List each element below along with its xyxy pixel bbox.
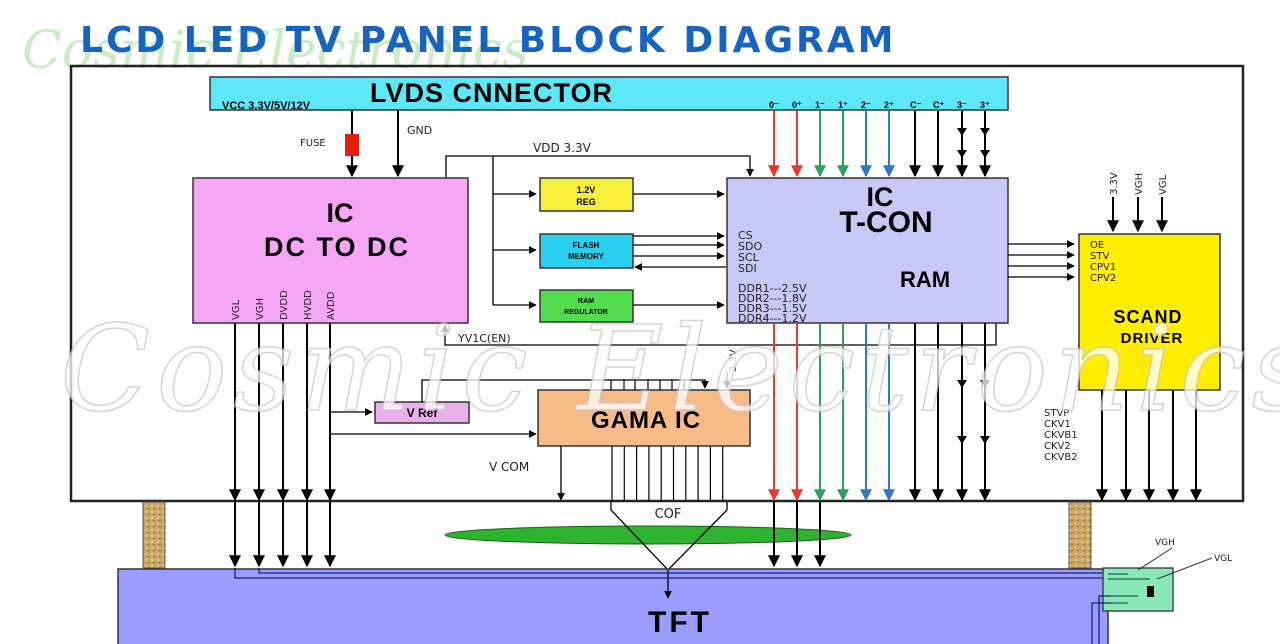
gate-chip-icon — [1147, 586, 1154, 597]
scan-output-label: CKV2 — [1044, 441, 1071, 452]
dcdc-output-label: HVDD — [303, 290, 314, 320]
lvds-pin-label: C⁻ — [910, 100, 921, 110]
lane-arrow — [957, 380, 967, 388]
tcon-title-1: IC — [867, 182, 894, 212]
fuse-icon — [345, 134, 359, 156]
scan-input-label: CPV1 — [1090, 262, 1116, 273]
scan-output-label: CKVB2 — [1044, 452, 1078, 463]
dcdc-title-2: DC TO DC — [264, 232, 410, 262]
scan-supply-label: 3.3V — [1109, 172, 1120, 195]
dcdc-title-1: IC — [327, 198, 354, 228]
scan-supply-label: VGL — [1158, 174, 1169, 195]
dcdc-output-label: VGL — [231, 299, 242, 320]
lvds-lanes — [768, 111, 991, 502]
vdd-wire — [445, 155, 754, 178]
reg-1v2-block: 1.2V REG — [539, 177, 634, 212]
panel-spacer-right — [1068, 501, 1092, 569]
tcon-bus-label: CS — [738, 229, 753, 242]
vgl-panel-trace — [234, 568, 1108, 579]
tft-panel: TFT — [117, 568, 1109, 644]
diagram-title: LCD LED TV PANEL BLOCK DIAGRAM — [80, 20, 896, 61]
lvds-pin-label: C⁺ — [933, 100, 944, 110]
lvds-pin-label: 2⁺ — [884, 100, 894, 110]
gate-vgh-label: VGH — [1155, 538, 1175, 548]
gate-vgl-label: VGL — [1214, 554, 1232, 564]
lane-arrow — [957, 150, 967, 158]
tcon-title-2: T-CON — [839, 206, 932, 239]
lane-arrow — [957, 128, 967, 136]
scan-title-1: SCAND — [1113, 307, 1182, 327]
ram-regulator-block: RAM REGULATOR — [539, 289, 634, 323]
watermark-top: Cosmic Electronics — [22, 21, 529, 81]
flash-memory-block: FLASH MEMORY — [539, 233, 634, 269]
lvds-pin-label: 3⁺ — [980, 100, 990, 110]
dcdc-output-label: DVDD — [279, 290, 290, 320]
lvds-pin-label: 0⁺ — [792, 100, 802, 110]
scan-output-label: CKV1 — [1044, 419, 1071, 430]
scan-input-label: CPV2 — [1090, 273, 1116, 284]
gamma-supply-label: 3.3V — [728, 349, 739, 372]
lvds-pin-label: 1⁺ — [838, 100, 848, 110]
reg-line2: REG — [576, 197, 596, 207]
lvds-connector: LVDS CNNECTOR VCC 3.3V/5V/12V 0⁻ 0⁺ 1⁻ 1⁺ 2⁻… — [209, 76, 1009, 112]
lane-arrow — [980, 380, 990, 388]
gamma-title: GAMA IC — [591, 407, 701, 434]
reg-line1: 1.2V — [577, 185, 596, 195]
dcdc-output-label: VGH — [255, 298, 266, 320]
dcdc-output-rails — [229, 323, 336, 568]
scan-output-label: STVP — [1044, 408, 1069, 419]
ramreg-line2: REGULATOR — [564, 309, 608, 316]
fuse-label: FUSE — [300, 138, 326, 149]
lane-arrow — [957, 436, 967, 444]
lvds-vcc-label: VCC 3.3V/5V/12V — [222, 100, 311, 112]
scan-input-label: OE — [1090, 240, 1104, 251]
tcon-bus-label: SDO — [738, 240, 762, 253]
cof-flex-ellipse — [444, 525, 852, 545]
tcon-bus-label: SCL — [738, 251, 760, 264]
cof-label: COF — [655, 507, 682, 522]
enable-label: YV1C(EN) — [457, 332, 511, 345]
gate-driver-pcb: VGH VGL — [1091, 538, 1232, 644]
lvds-pin-label: 1⁻ — [815, 100, 825, 110]
vref-block: V Ref — [374, 401, 470, 424]
tcon-ram-label: RAM — [900, 267, 950, 292]
dc-to-dc-ic: IC DC TO DC VGL VGH DVDD HVDD AVDD — [192, 177, 469, 324]
scan-title-2: DRIVER — [1121, 330, 1184, 347]
main-board-outline — [69, 64, 1245, 503]
lvds-pin-label: 3⁻ — [957, 100, 967, 110]
vref-to-gama-wire — [421, 379, 709, 402]
tcon-ddr-label: DDR1---2.5V — [738, 282, 807, 295]
tcon-ddr-label: DDR2---1.8V — [738, 292, 807, 305]
tcon-bus-label: SDI — [738, 262, 757, 275]
scan-output-label: CKVB1 — [1044, 430, 1078, 441]
vref-label: V Ref — [407, 406, 439, 420]
vcom-label: V COM — [489, 460, 529, 474]
gamma-ic: GAMA IC — [537, 389, 751, 447]
vgh-panel-trace — [258, 568, 1108, 574]
flash-line1: FLASH — [573, 241, 600, 250]
scan-input-label: STV — [1090, 251, 1109, 262]
dcdc-output-label: AVDD — [326, 291, 337, 320]
lane-arrow — [980, 150, 990, 158]
tcon-ddr-label: DDR3---1.5V — [738, 302, 807, 315]
enable-wire — [441, 323, 997, 346]
flash-line2: MEMORY — [568, 252, 604, 261]
gnd-label: GND — [407, 124, 432, 137]
lvds-pin-label: 2⁻ — [861, 100, 871, 110]
lvds-title: LVDS CNNECTOR — [370, 78, 613, 108]
scan-supply-label: VGH — [1134, 173, 1145, 195]
vdd-label: VDD 3.3V — [533, 141, 592, 155]
watermark-center: Cosmic Electronics — [60, 300, 1280, 438]
tft-label: TFT — [648, 606, 712, 639]
lane-arrow — [980, 436, 990, 444]
lvds-pin-label: 0⁻ — [769, 100, 779, 110]
lvds-pin-labels: 0⁻ 0⁺ 1⁻ 1⁺ 2⁻ 2⁺ C⁻ C⁺ 3⁻ 3⁺ — [769, 100, 990, 110]
lane-arrow — [980, 128, 990, 136]
panel-spacer-left — [142, 501, 166, 569]
tcon-ddr-label: DDR4---1.2V — [738, 312, 807, 325]
ramreg-line1: RAM — [578, 298, 594, 305]
